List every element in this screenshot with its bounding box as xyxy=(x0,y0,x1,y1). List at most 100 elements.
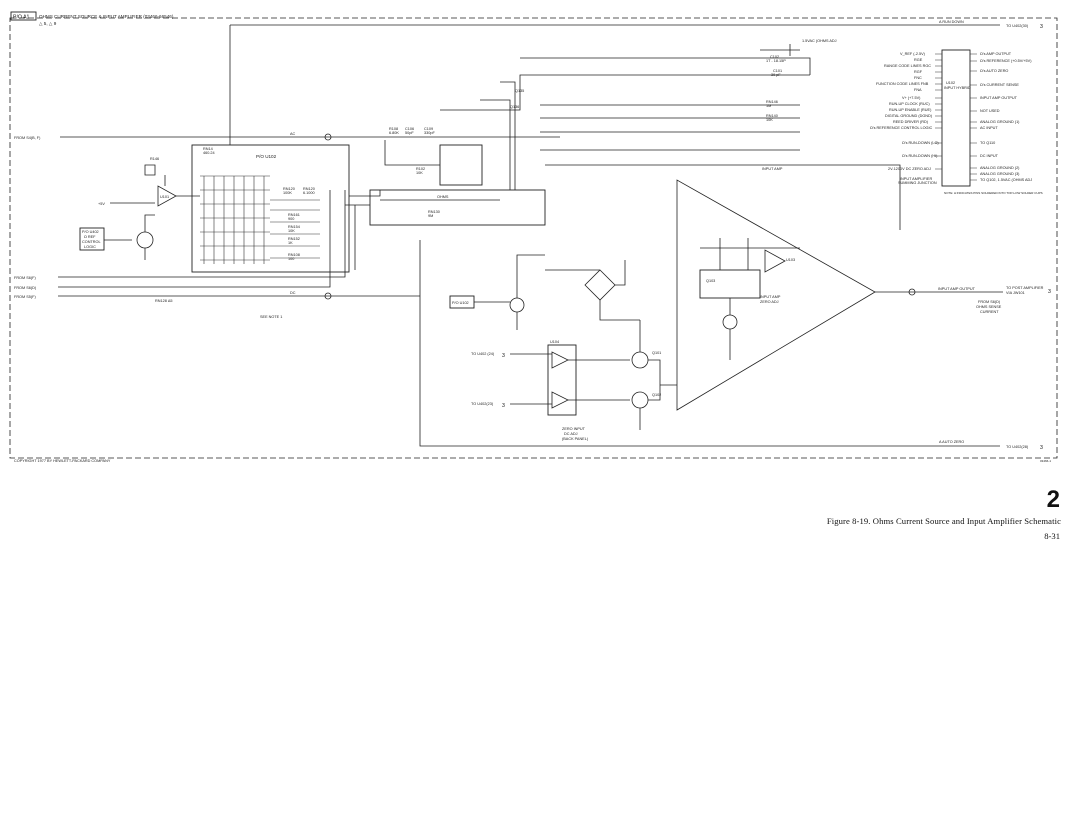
node-c xyxy=(908,288,916,296)
drawing-number: 03466-1 xyxy=(1040,459,1051,463)
label-rn128: RN128 Δ5 xyxy=(155,299,173,303)
transistor-q101 xyxy=(631,351,649,369)
svg-text:SUMMING JUNCTION: SUMMING JUNCTION xyxy=(898,181,937,185)
wire-top-rail xyxy=(384,74,810,166)
svg-text:DC INPUT: DC INPUT xyxy=(980,154,999,158)
label-input-amp-output: INPUT AMP OUTPUT xyxy=(938,287,976,291)
wire-input-amp-bus xyxy=(545,164,901,230)
wire-cr-diodes xyxy=(345,204,370,270)
hybrid-u102 xyxy=(941,49,971,187)
rn120-value: 100K xyxy=(283,191,292,195)
u103-opamp xyxy=(764,249,786,273)
u102-small-label: P/O U102 xyxy=(452,301,469,305)
frame-dashed-border xyxy=(9,17,1058,459)
label-to-post-amp: TO POST AMPLIFIER xyxy=(1006,286,1044,290)
page-number: 2 xyxy=(1046,486,1060,513)
schematic-title: OHMS CURRENT SOURCE & INPUT AMPLIFIER (0… xyxy=(39,14,174,19)
svg-text:Ω's REFERENCE CONTROL LOGIC: Ω's REFERENCE CONTROL LOGIC xyxy=(870,126,933,130)
rn120-label: RN120 xyxy=(283,187,295,191)
u102-switch-grid xyxy=(200,175,320,264)
svg-text:INPUT AMP OUTPUT: INPUT AMP OUTPUT xyxy=(980,96,1018,100)
rn4-value: 460.24 xyxy=(203,151,215,155)
label-a-auto-zero: A AUTO ZERO xyxy=(939,440,964,444)
assy-ref-box xyxy=(10,11,37,21)
rn4-label: RN14 xyxy=(203,147,213,151)
c109-value: 330pF xyxy=(424,131,435,135)
hybrid-lower-right: TO Q110 DC INPUT ANALOG GROUND (2) ANALO… xyxy=(980,141,1032,182)
label-to-u402-23: TO U402(23) xyxy=(471,402,494,406)
u102-network-box xyxy=(191,144,350,273)
page-ref-3c: 3 xyxy=(1048,289,1051,295)
hybrid-left-pins: V_REF (-2.5V) RGE RANGE CODE LINES RGC R… xyxy=(870,52,933,130)
rn108-value: 100 xyxy=(288,257,294,261)
label-zero-input: ZERO INPUT xyxy=(562,427,586,431)
u104-label: U104 xyxy=(550,340,559,344)
hybrid-pin-ticks xyxy=(935,53,977,181)
svg-text:Ω's REFERENCE (+0.5V/+5V): Ω's REFERENCE (+0.5V/+5V) xyxy=(980,59,1032,63)
ref-box-1: P/O U402 xyxy=(82,230,99,234)
ref-box-4: LOGIC xyxy=(84,245,96,249)
svg-text:Ω's RUN-DOWN (HI): Ω's RUN-DOWN (HI) xyxy=(902,154,938,158)
r146-label: R146 xyxy=(150,157,159,161)
c106-label: C106 xyxy=(405,127,414,131)
c106-value: 50pF xyxy=(405,131,414,135)
svg-text:FUNCTION CODE LINES FNB: FUNCTION CODE LINES FNB xyxy=(876,82,929,86)
rn108-label: RN108 xyxy=(288,253,300,257)
rn161-label: RN161 xyxy=(288,213,300,217)
svg-text:Ω's RUN-DOWN (LO): Ω's RUN-DOWN (LO) xyxy=(902,141,939,145)
label-to-u402-30: TO U402(30) xyxy=(1006,24,1029,28)
ref-box-2: Ω REF xyxy=(84,235,96,239)
transistor-q109 xyxy=(136,231,154,249)
page-folio: 8-31 xyxy=(1044,531,1060,541)
ohms-section-box xyxy=(369,189,546,226)
label-input-amp-zero: INPUT AMP xyxy=(760,295,781,299)
wire-q101-q102 xyxy=(639,320,677,430)
page-ref-3d: 3 xyxy=(502,353,505,359)
label-from-s6d-sense: FROM S6(D) xyxy=(978,300,1001,304)
r146-pot xyxy=(144,164,156,176)
ohm-ref-control-box xyxy=(79,227,105,251)
q101-label: Q101 xyxy=(652,351,661,355)
hybrid-name2: INPUT HYBRID xyxy=(944,86,971,90)
wire-u101-out xyxy=(164,175,200,197)
rn130-value: 9M xyxy=(428,214,433,218)
transistor-q105 xyxy=(509,297,525,313)
wire-bridge xyxy=(545,260,640,321)
svg-text:NOT USED: NOT USED xyxy=(980,109,1000,113)
wire-s6f xyxy=(58,190,346,278)
svg-text:V_REF (-2.5V): V_REF (-2.5V) xyxy=(900,52,926,56)
rn154-value: 10K xyxy=(288,229,295,233)
page-ref-3e: 3 xyxy=(502,403,505,409)
svg-text:V+ (+7.5V): V+ (+7.5V) xyxy=(902,96,921,100)
r102-label: R102 xyxy=(416,167,425,171)
label-to-u402-24: TO U402 (24) xyxy=(471,352,495,356)
u104-box xyxy=(547,344,577,416)
rn140-value: 10K xyxy=(766,118,773,122)
q103-label: Q103 xyxy=(706,279,715,283)
label-from-s6f: FROM S6(F) xyxy=(14,276,36,280)
svg-text:AC INPUT: AC INPUT xyxy=(980,126,998,130)
label-dc: DC xyxy=(290,291,296,295)
wire-q109 xyxy=(144,214,155,260)
page-ref-3a: 3 xyxy=(1040,24,1043,30)
label-plus5v: +5V xyxy=(98,202,105,206)
hybrid-name: U102 xyxy=(946,81,955,85)
label-input-amp-zero2: ZERO ADJ xyxy=(760,300,779,304)
label-a-run-down: A RUN DOWN xyxy=(939,20,964,24)
wire-s6d xyxy=(58,190,331,288)
label-zero-input2: DC ADJ xyxy=(564,432,578,436)
r108-label: R108 xyxy=(389,127,398,131)
svg-text:FNA: FNA xyxy=(914,88,922,92)
hybrid-right-pins: Ω's AMP OUTPUT Ω's REFERENCE (+0.5V/+5V)… xyxy=(980,52,1032,130)
svg-text:RGF: RGF xyxy=(914,70,923,74)
wire-u103 xyxy=(700,238,800,270)
label-ohms: OHMS xyxy=(437,195,449,199)
label-ohms-adj: 1.5VAC (OHMS ADJ xyxy=(802,39,837,43)
svg-text:ANALOG GROUND (1): ANALOG GROUND (1) xyxy=(980,120,1020,124)
svg-text:Ω's AUTO ZERO: Ω's AUTO ZERO xyxy=(980,69,1008,73)
label-ac: AC xyxy=(290,132,296,136)
r108-value: 6.80K xyxy=(389,131,399,135)
c102-value: 1T - 18.15P xyxy=(766,59,786,63)
c102-label: C102 xyxy=(770,55,779,59)
